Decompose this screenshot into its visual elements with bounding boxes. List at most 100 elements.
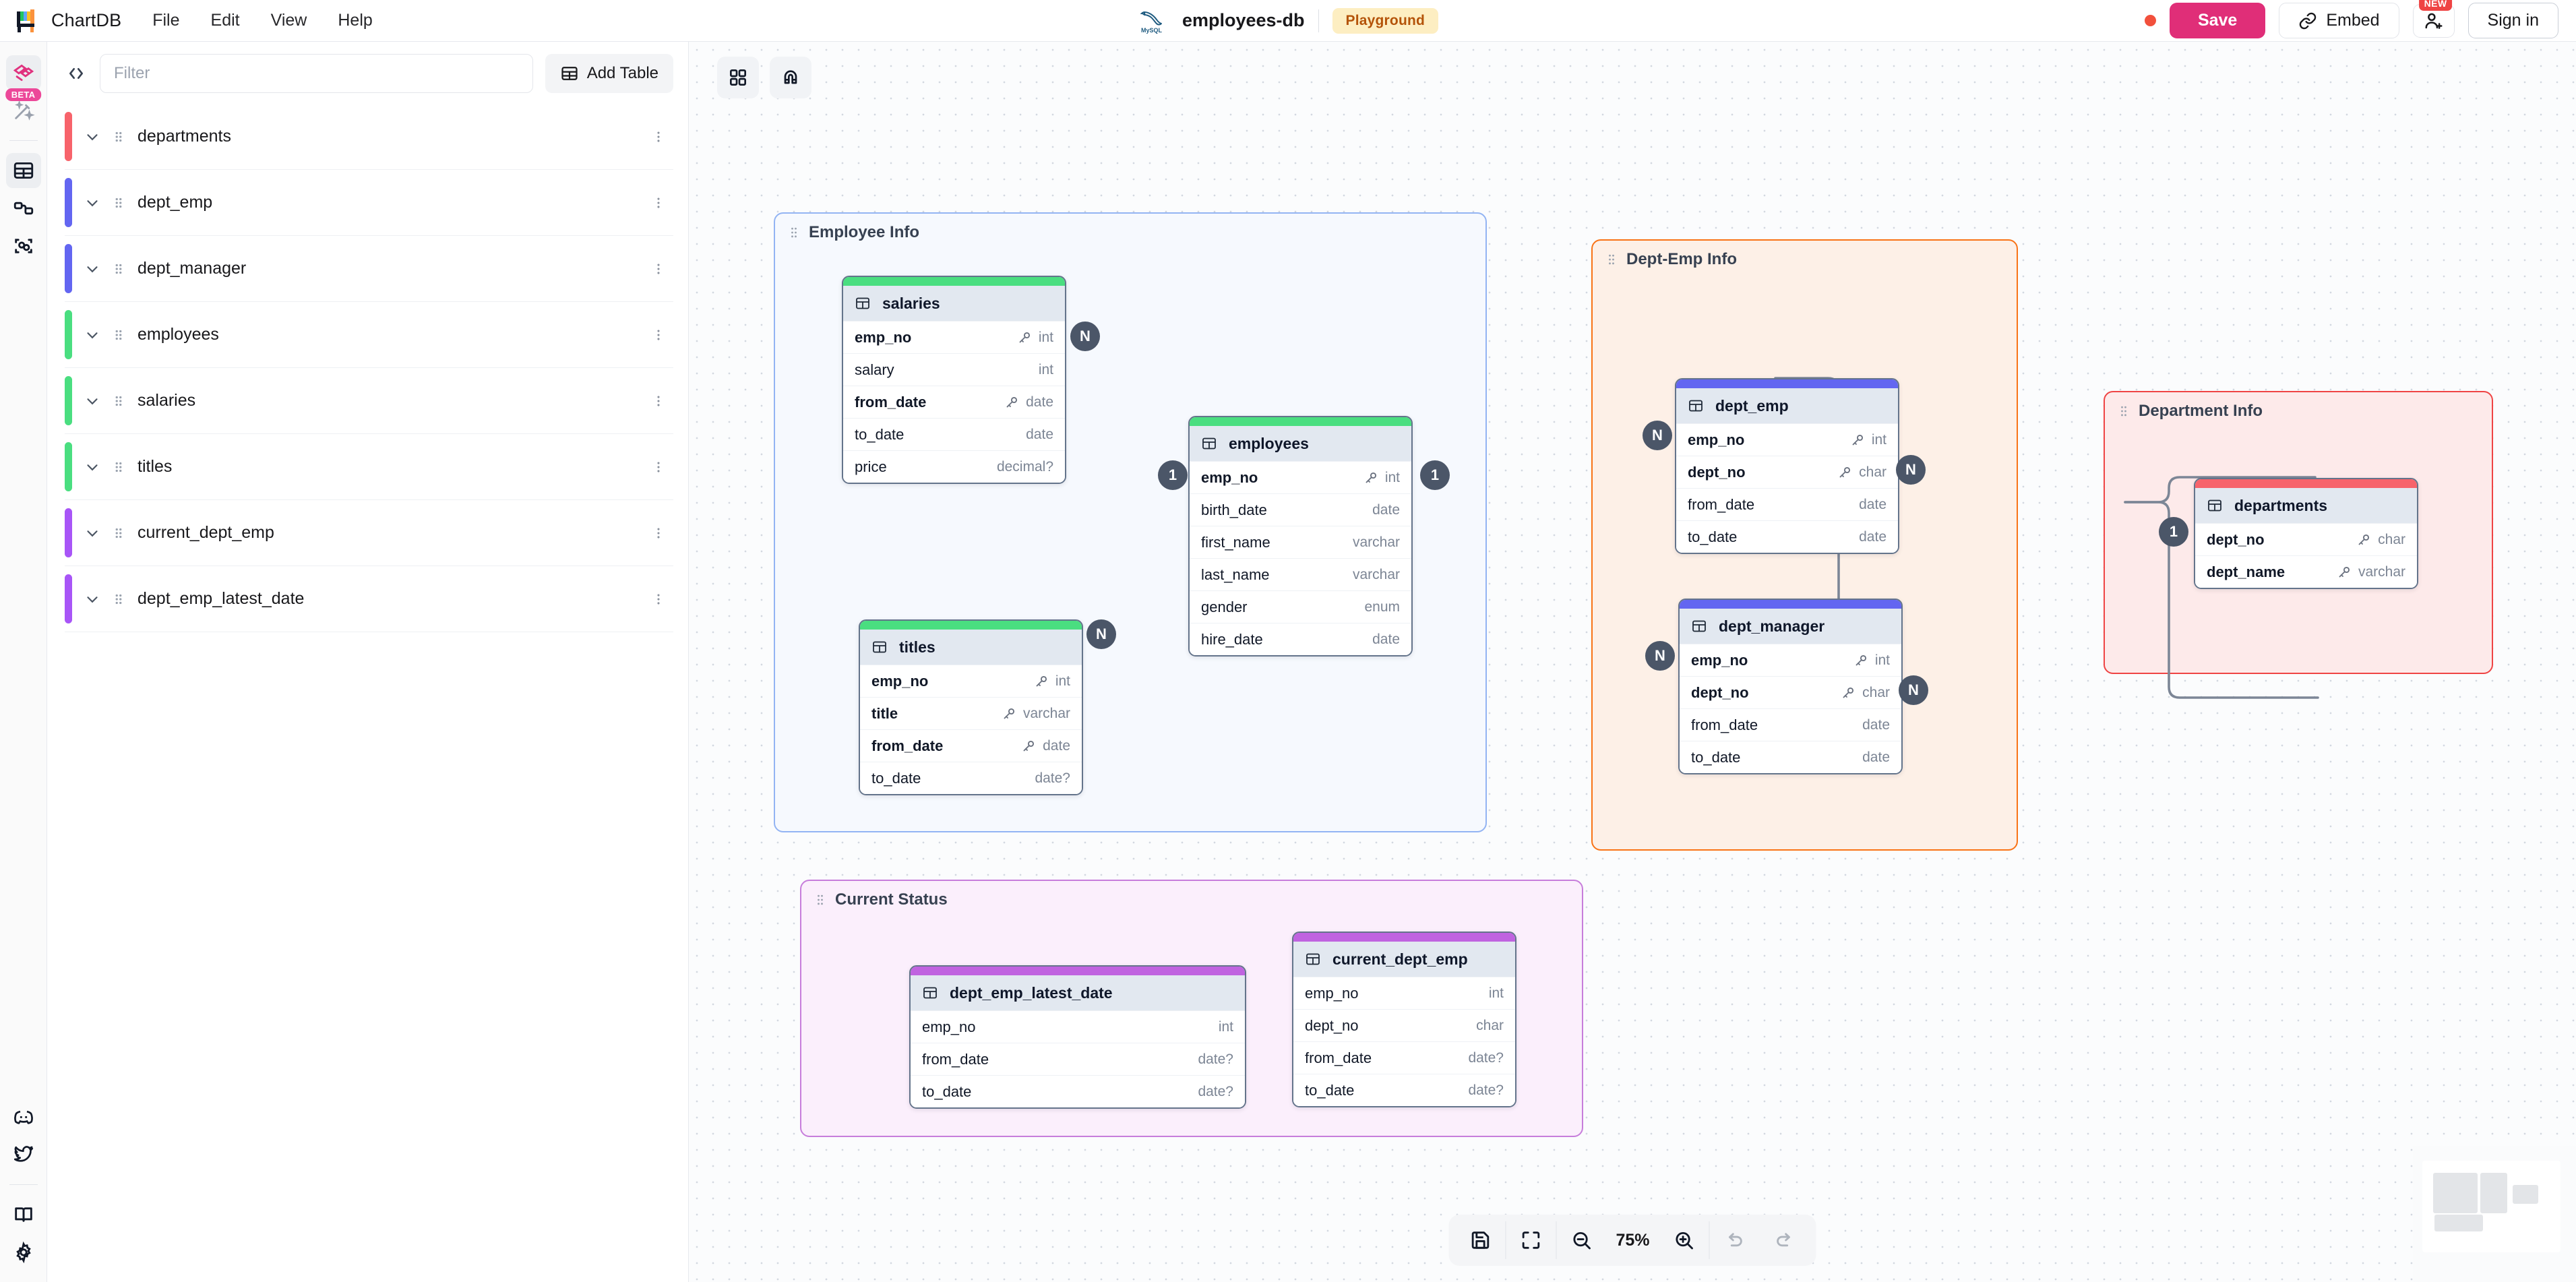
list-item[interactable]: dept_emp — [65, 170, 673, 236]
rail-item-tables[interactable] — [5, 153, 41, 188]
rail-item-diagrams[interactable] — [5, 55, 41, 90]
chevron-down-icon[interactable] — [80, 194, 105, 212]
list-item[interactable]: employees — [65, 302, 673, 368]
menu-view[interactable]: View — [270, 11, 307, 30]
more-options-icon[interactable] — [644, 129, 673, 144]
menu-file[interactable]: File — [152, 11, 180, 30]
fit-view-button[interactable] — [1506, 1220, 1556, 1260]
list-item[interactable]: salaries — [65, 368, 673, 434]
chevron-down-icon[interactable] — [80, 260, 105, 278]
more-options-icon[interactable] — [644, 592, 673, 607]
table-node-header[interactable]: titles — [860, 630, 1082, 665]
table-node-header[interactable]: current_dept_emp — [1293, 942, 1515, 977]
list-item[interactable]: dept_manager — [65, 236, 673, 302]
magnet-snap-button[interactable] — [770, 57, 811, 98]
table-node-header[interactable]: employees — [1190, 426, 1411, 461]
chevron-down-icon[interactable] — [80, 524, 105, 542]
drag-handle-icon[interactable] — [105, 195, 132, 210]
more-options-icon[interactable] — [644, 195, 673, 210]
drag-handle-icon[interactable] — [105, 592, 132, 607]
table-node-header[interactable]: salaries — [843, 286, 1065, 321]
list-item[interactable]: current_dept_emp — [65, 500, 673, 566]
rail-item-ai-wand[interactable]: BETA — [5, 88, 42, 128]
zoom-out-button[interactable] — [1556, 1220, 1606, 1260]
chevron-down-icon[interactable] — [80, 326, 105, 344]
table-node-header[interactable]: departments — [2195, 488, 2417, 523]
drag-handle-icon[interactable] — [105, 129, 132, 144]
more-options-icon[interactable] — [644, 526, 673, 541]
table-node-header[interactable]: dept_emp — [1676, 388, 1898, 423]
more-options-icon[interactable] — [644, 328, 673, 342]
save-diagram-button[interactable] — [1455, 1220, 1505, 1260]
drag-handle-icon[interactable] — [105, 526, 132, 541]
drag-handle-icon[interactable] — [105, 460, 132, 475]
chevron-down-icon[interactable] — [80, 458, 105, 476]
drag-handle-icon[interactable] — [1605, 252, 1618, 267]
layout-grid-button[interactable] — [717, 57, 759, 98]
drag-handle-icon[interactable] — [814, 892, 827, 907]
rail-item-dependencies[interactable] — [6, 228, 41, 264]
drag-handle-icon[interactable] — [2117, 404, 2130, 419]
more-options-icon[interactable] — [644, 262, 673, 276]
share-collaborate-button[interactable]: NEW — [2412, 0, 2455, 38]
filter-input[interactable] — [100, 54, 533, 93]
sign-in-button[interactable]: Sign in — [2467, 3, 2558, 38]
save-button[interactable]: Save — [2169, 3, 2266, 38]
chevron-down-icon[interactable] — [80, 392, 105, 410]
redo-button[interactable] — [1760, 1220, 1810, 1260]
drag-handle-icon[interactable] — [787, 225, 801, 240]
document-title[interactable]: employees-db — [1182, 10, 1305, 30]
more-options-icon[interactable] — [644, 394, 673, 408]
table-node-header[interactable]: dept_manager — [1680, 609, 1901, 644]
drag-handle-icon[interactable] — [105, 328, 132, 342]
more-options-icon[interactable] — [644, 460, 673, 475]
drag-handle-icon[interactable] — [105, 262, 132, 276]
table-node-header[interactable]: dept_emp_latest_date — [911, 975, 1245, 1010]
list-item[interactable]: departments — [65, 104, 673, 170]
chevron-down-icon[interactable] — [80, 590, 105, 608]
minimap[interactable] — [2413, 1146, 2576, 1282]
rail-item-discord[interactable] — [6, 1099, 41, 1134]
menu-edit[interactable]: Edit — [210, 11, 240, 30]
embed-button[interactable]: Embed — [2279, 3, 2399, 38]
chevron-down-icon[interactable] — [80, 128, 105, 146]
rail-item-docs[interactable] — [6, 1197, 41, 1232]
list-item[interactable]: dept_emp_latest_date — [65, 566, 673, 632]
menu-help[interactable]: Help — [338, 11, 373, 30]
